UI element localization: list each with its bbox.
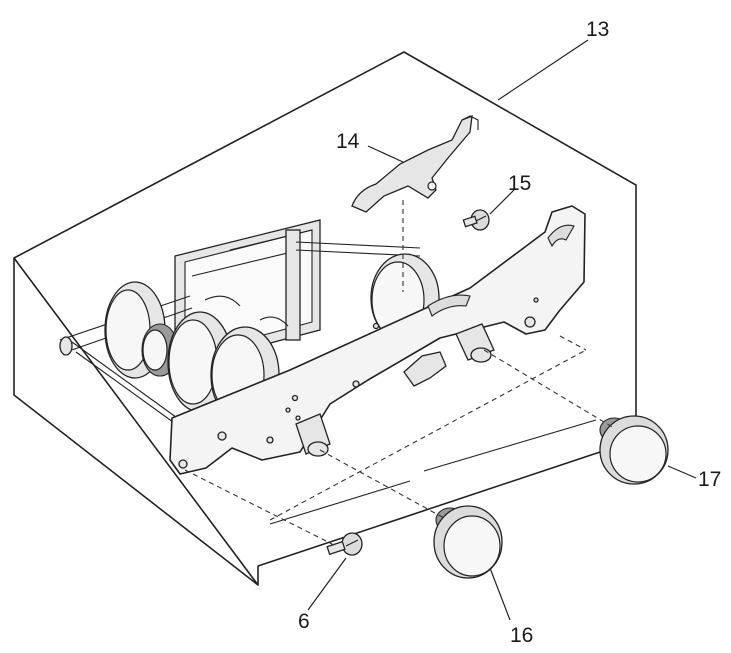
plate-holes <box>178 297 539 469</box>
shaft-left <box>295 413 331 457</box>
bracket-part-14 <box>351 114 479 213</box>
plate-bracket <box>403 351 447 387</box>
leader-lines <box>307 39 697 621</box>
plate-slot-mid <box>427 294 471 317</box>
boundary-front-edge <box>13 258 259 586</box>
callout-17: 17 <box>698 468 721 491</box>
side-plate <box>169 205 586 475</box>
callout-13: 13 <box>586 18 609 41</box>
callout-16: 16 <box>510 624 533 647</box>
callout-15: 15 <box>508 172 531 195</box>
shaft-right <box>455 323 495 363</box>
knob-part-16 <box>433 505 503 579</box>
callout-14: 14 <box>336 130 360 153</box>
plate-slot-top <box>547 224 575 248</box>
boundary-inner-line <box>423 419 597 472</box>
boundary-inner-line-2 <box>269 480 411 525</box>
alignment-lines <box>184 200 615 547</box>
screw-part-15 <box>462 209 490 231</box>
screw-part-6 <box>326 532 363 556</box>
knob-part-17 <box>599 415 669 485</box>
callout-6: 6 <box>298 610 310 633</box>
